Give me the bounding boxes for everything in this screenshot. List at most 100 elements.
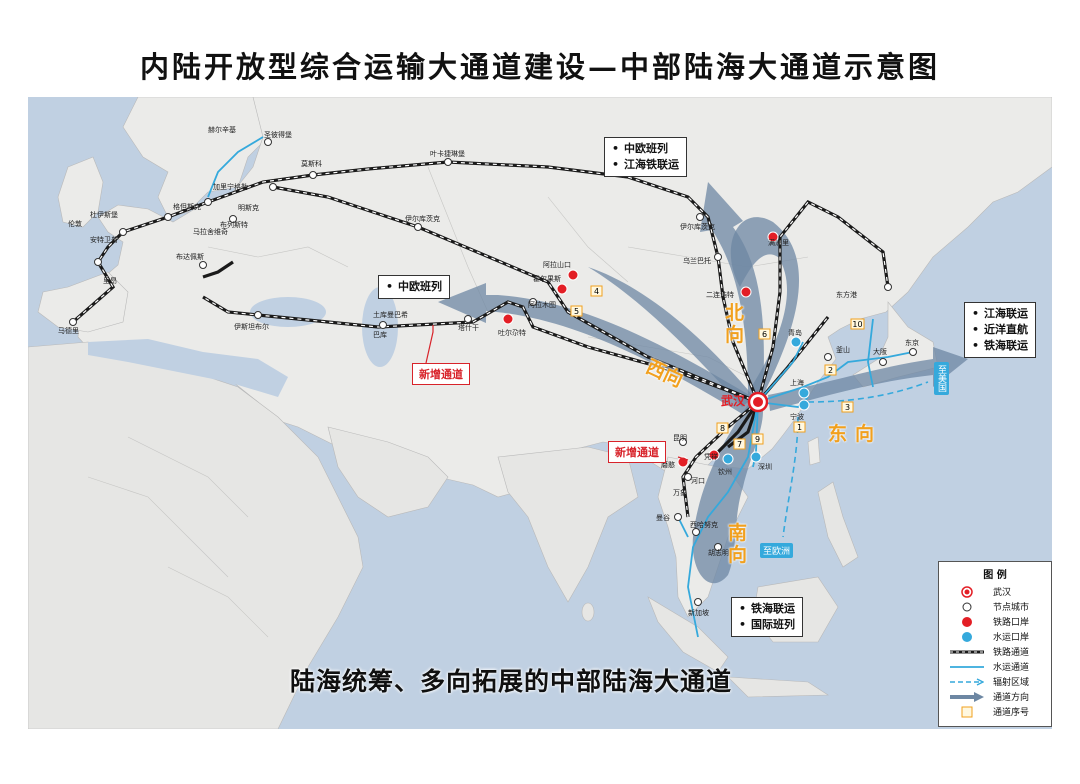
city-label-tashkent: 塔什干 [458, 323, 479, 332]
city-label-qingdao: 青岛 [788, 328, 802, 337]
new-route-label-south: 新增通道 [608, 441, 666, 463]
callout-south: 铁海联运 国际班列 [731, 597, 804, 637]
water-port[interactable] [722, 453, 734, 465]
tag-americas: 至美国 [934, 362, 949, 395]
city-node[interactable] [164, 213, 172, 221]
arrow-north [700, 182, 764, 395]
callout-east-item: 铁海联运 [972, 338, 1028, 354]
city-node[interactable] [692, 528, 700, 536]
city-label-minsk: 明斯克 [238, 203, 259, 212]
city-label-baku: 巴库 [373, 330, 387, 339]
city-node[interactable] [69, 318, 77, 326]
city-node[interactable] [714, 543, 722, 551]
callout-east-item: 江海联运 [972, 306, 1028, 322]
city-node[interactable] [254, 311, 262, 319]
city-label-qinzhou: 钦州 [718, 467, 732, 476]
rail-port[interactable] [502, 313, 514, 325]
callout-north-item: 江海铁联运 [612, 157, 679, 173]
route-number-4: 4 [594, 287, 599, 296]
legend-item-radiation: 辐射区域 [939, 674, 1051, 689]
city-label-brest: 布列斯特 [220, 220, 248, 229]
city-label-stpetersburg: 圣彼得堡 [264, 130, 292, 139]
direction-label-east: 东向 [828, 423, 883, 445]
page-title: 内陆开放型综合运输大通道建设—中部陆海大通道示意图 [139, 50, 940, 84]
water-port[interactable] [790, 336, 802, 348]
water-port[interactable] [798, 399, 810, 411]
city-node[interactable] [309, 171, 317, 179]
city-node[interactable] [529, 298, 537, 306]
city-node[interactable] [884, 283, 892, 291]
rail-port[interactable] [767, 231, 779, 243]
callout-south-item: 铁海联运 [739, 601, 795, 617]
city-node[interactable] [694, 598, 702, 606]
arrow-west-inner [588, 267, 754, 407]
city-node[interactable] [119, 228, 127, 236]
city-node[interactable] [94, 258, 102, 266]
city-label-kunming: 昆明 [673, 434, 687, 442]
city-labels: 赫尔辛基 圣彼得堡 莫斯科 叶卡捷琳堡 加里宁格勒 格但斯克 明斯克 布列斯特 … [58, 125, 919, 617]
arrow-south [692, 405, 763, 584]
city-label-yekaterinburg: 叶卡捷琳堡 [430, 149, 465, 158]
city-label-helsinki: 赫尔辛基 [208, 125, 236, 134]
city-node[interactable] [379, 321, 387, 329]
city-label-kashgar: 吐尔尕特 [498, 328, 526, 337]
city-node[interactable] [199, 261, 207, 269]
city-label-shanghai: 上海 [790, 378, 804, 387]
city-node[interactable] [684, 473, 692, 481]
rail-port[interactable] [556, 283, 568, 295]
city-label-antwerp: 安特卫普 [90, 235, 118, 244]
city-node[interactable] [204, 198, 212, 206]
city-node[interactable] [229, 215, 237, 223]
legend-label: 铁路口岸 [993, 618, 1030, 628]
route-number-2: 2 [828, 366, 833, 375]
city-label-hochiminh: 胡志明 [708, 548, 729, 557]
callout-west-item: 中欧班列 [386, 279, 442, 295]
city-label-vientiane: 万象 [673, 488, 687, 497]
city-node[interactable] [264, 138, 272, 146]
route-number-10: 10 [852, 320, 862, 329]
city-node[interactable] [679, 438, 687, 446]
city-node[interactable] [674, 513, 682, 521]
city-node[interactable] [824, 353, 832, 361]
rail-port[interactable] [708, 449, 720, 461]
water-port[interactable] [798, 387, 810, 399]
rail-port[interactable] [740, 286, 752, 298]
water-port[interactable] [750, 451, 762, 463]
route-number-3: 3 [845, 403, 850, 412]
callout-east: 江海联运 近洋直航 铁海联运 [964, 302, 1037, 358]
legend-label: 通道序号 [993, 708, 1030, 718]
map-panel[interactable]: 1 2 3 4 5 6 7 8 9 10 赫尔辛基 圣彼得堡 莫斯科 叶卡捷琳堡… [28, 97, 1052, 729]
city-node[interactable] [714, 253, 722, 261]
city-label-moscow: 莫斯科 [301, 159, 322, 168]
legend-label: 水运口岸 [993, 633, 1030, 643]
city-node[interactable] [414, 223, 422, 231]
map-canvas[interactable]: 1 2 3 4 5 6 7 8 9 10 赫尔辛基 圣彼得堡 莫斯科 叶卡捷琳堡… [28, 97, 1052, 729]
city-label-almaty: 阿拉木图 [528, 300, 556, 309]
city-node[interactable] [444, 158, 452, 166]
city-label-madrid: 马德里 [58, 326, 79, 335]
city-label-singapore: 新加坡 [688, 608, 709, 617]
city-node[interactable] [464, 315, 472, 323]
water-routes [207, 136, 914, 638]
city-node[interactable] [696, 213, 704, 221]
legend-item-direction: 通道方向 [939, 689, 1051, 704]
legend-item-wuhan: 武汉 [939, 584, 1051, 599]
city-label-kaliningrad: 加里宁格勒 [213, 182, 248, 191]
direction-label-north: 北向 [725, 302, 745, 346]
city-node[interactable] [909, 348, 917, 356]
callout-east-item: 近洋直航 [972, 322, 1028, 338]
wuhan-hub[interactable] [747, 391, 769, 413]
legend-label: 武汉 [993, 588, 1012, 598]
legend-item-rail: 铁路通道 [939, 644, 1051, 659]
land-masses [28, 97, 1052, 729]
rail-port[interactable] [567, 269, 579, 281]
legend-title: 图 例 [983, 570, 1007, 581]
land-srilanka [581, 602, 595, 622]
city-node[interactable] [269, 183, 277, 191]
map-subtitle: 陆海统筹、多向拓展的中部陆海大通道 [290, 667, 733, 696]
city-node[interactable] [879, 358, 887, 366]
city-label-malaszewicze: 马拉舍维奇 [193, 227, 228, 236]
land-taiwan [807, 436, 821, 466]
city-label-duisburg: 杜伊斯堡 [90, 210, 118, 219]
land-arabia [327, 426, 449, 518]
